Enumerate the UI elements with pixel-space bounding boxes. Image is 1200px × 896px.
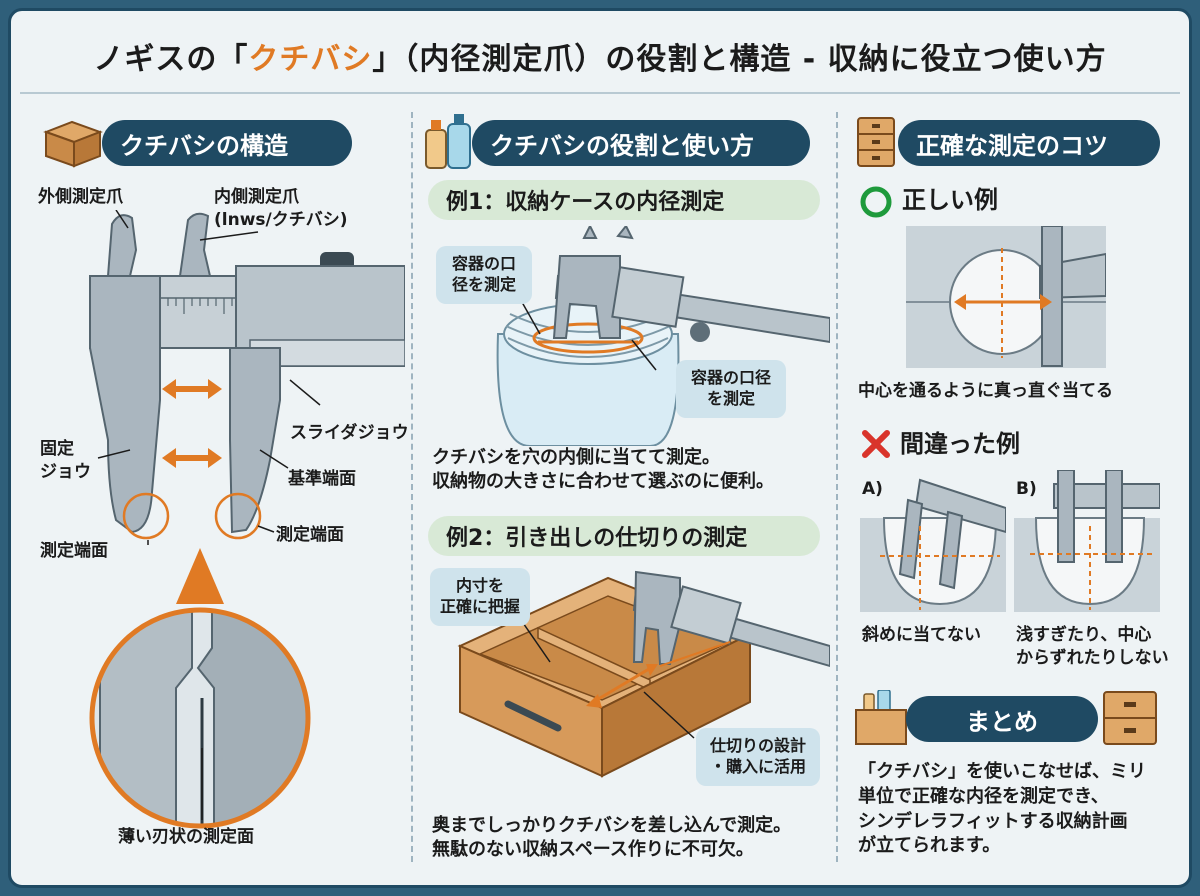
jar-measure-illustration (496, 226, 830, 446)
bad-example-a-illustration (860, 478, 1006, 612)
column-divider-2 (836, 112, 838, 862)
bad-example-a-caption: 斜めに当てない (862, 625, 981, 645)
example-2-title: 例2：引き出しの仕切りの測定 (428, 516, 820, 556)
measure-face-right-label: 測定端面 (276, 525, 344, 545)
ex2-callout-b: 仕切りの設計 ・購入に活用 (696, 728, 820, 786)
blade-zoom-detail (89, 548, 311, 829)
box-icon (43, 120, 103, 168)
cross-icon (862, 430, 890, 458)
drawer-measure-illustration (457, 570, 830, 778)
good-example-caption: 中心を通るように真っ直ぐ当てる (858, 381, 1113, 401)
bad-example-title: 間違った例 (900, 430, 1020, 458)
cabinet-icon (857, 117, 895, 167)
circle-ok-icon (860, 186, 892, 218)
summary-box-icon (855, 690, 907, 745)
title-accent: クチバシ (248, 42, 373, 77)
summary-cabinet-icon (1103, 691, 1157, 745)
page-title: ノギスの「クチバシ」（内径測定爪）の役割と構造 - 収納に役立つ使い方 (20, 20, 1180, 94)
reference-face-label: 基準端面 (288, 469, 356, 489)
good-example-title: 正しい例 (902, 186, 998, 214)
summary-heading: まとめ (906, 696, 1098, 742)
bad-example-b-illustration (1014, 470, 1160, 612)
ex1-callout-b: 容器の口径 を測定 (676, 360, 786, 418)
ex2-description: 奥までしっかりクチバシを差し込んで測定。 無駄のない収納スペース作りに不可欠。 (432, 815, 792, 861)
caliper-diagram (89, 210, 405, 545)
bad-example-b-caption: 浅すぎたり、中心 からずれたりしない (1016, 625, 1169, 668)
fixed-jaw-label: 固定 ジョウ (40, 439, 91, 482)
bad-example-b-label: B) (1016, 479, 1037, 499)
slider-jaw-label: スライダジョウ (290, 423, 409, 443)
outer-jaw-label: 外側測定爪 (38, 187, 123, 207)
blade-face-label: 薄い刃状の測定面 (118, 827, 254, 847)
good-example-illustration (906, 226, 1106, 368)
summary-text: 「クチバシ」を使いこなせば、ミリ 単位で正確な内径を測定でき、 シンデレラフィッ… (858, 761, 1146, 857)
ex1-description: クチバシを穴の内側に当てて測定。 収納物の大きさに合わせて選ぶのに便利。 (432, 447, 774, 493)
usage-heading: クチバシの役割と使い方 (472, 120, 810, 166)
ex1-callout-a: 容器の口 径を測定 (436, 246, 532, 304)
example-1-title: 例1：収納ケースの内径測定 (428, 180, 820, 220)
structure-heading: クチバシの構造 (102, 120, 352, 166)
inner-jaw-label: 内側測定爪 (lnws/クチバシ) (214, 187, 348, 230)
measure-face-left-label: 測定端面 (40, 541, 108, 561)
bad-example-a-label: A) (862, 479, 883, 499)
title-pre: ノギスの「 (93, 42, 249, 77)
tips-heading: 正確な測定のコツ (898, 120, 1160, 166)
bottles-icon (425, 114, 471, 169)
title-post: 」（内径測定爪）の役割と構造 - 収納に役立つ使い方 (372, 42, 1107, 77)
column-divider-1 (411, 112, 413, 862)
ex2-callout-a: 内寸を 正確に把握 (430, 568, 530, 626)
